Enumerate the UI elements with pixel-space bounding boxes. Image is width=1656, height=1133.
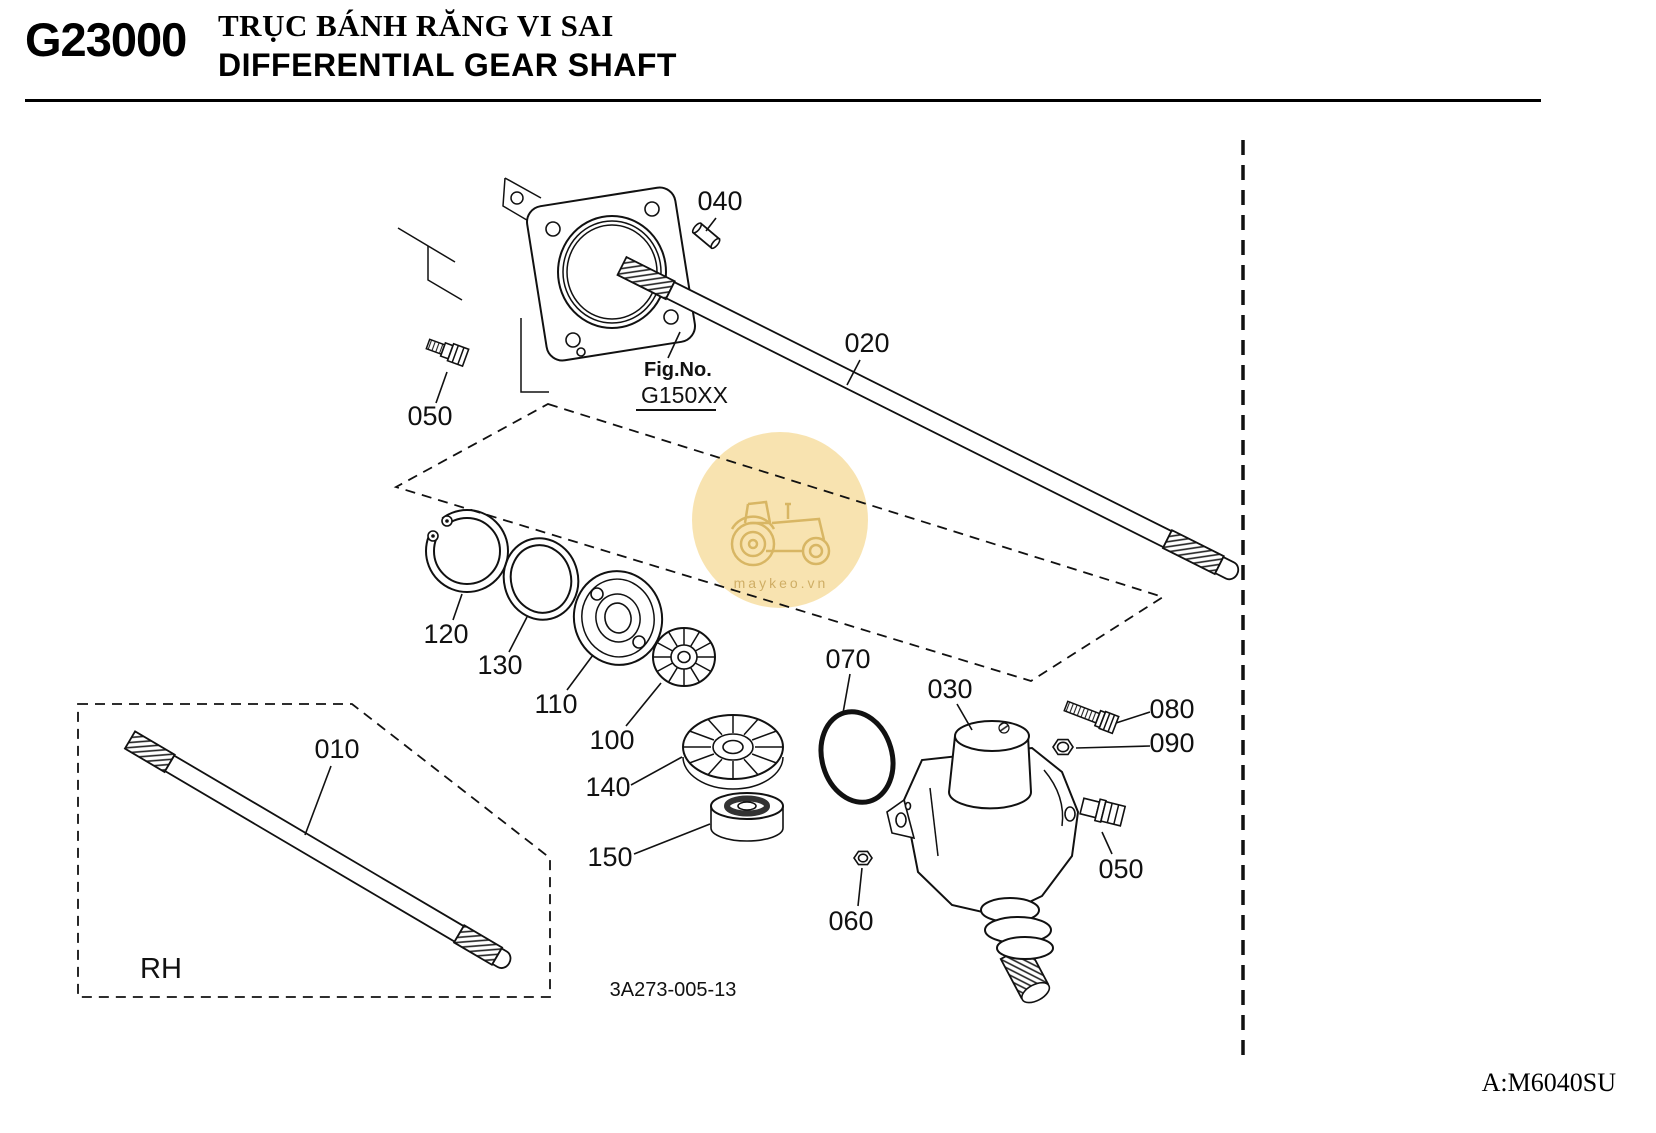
watermark-text: maykeo.vn: [734, 575, 829, 591]
callout-010: 010: [304, 734, 360, 836]
callout-110: 110: [534, 654, 594, 719]
leader-line: [508, 616, 528, 653]
page-title-english: DIFFERENTIAL GEAR SHAFT: [218, 47, 677, 83]
callout-020: 020: [844, 328, 890, 386]
callout-090: 090: [1075, 728, 1195, 758]
watermark-tractor-icon: [730, 500, 831, 567]
callout-080: 080: [1115, 694, 1195, 724]
fig-no-value: G150XX: [641, 382, 728, 408]
callout-label: 050: [1098, 854, 1143, 884]
part-110-ball-bearing: [572, 570, 664, 666]
part-050-plug-left: [425, 338, 470, 368]
leader-line: [1075, 745, 1151, 749]
callout-label: 070: [825, 644, 870, 674]
flange-housing-fig-g150xx: [526, 186, 696, 362]
drawing-number: 3A273-005-13: [610, 979, 737, 1001]
callout-070: 070: [825, 644, 871, 714]
figure-group-code: G23000: [25, 13, 187, 66]
leader-line: [304, 765, 332, 836]
callout-label: 120: [423, 619, 468, 649]
callout-label: 060: [828, 906, 873, 936]
case-context-lines: [397, 177, 549, 393]
part-020-axle-shaft: [616, 255, 1240, 581]
header-rule: [25, 99, 1541, 102]
callout-140: 140: [585, 756, 683, 802]
fig-no-reference: Fig.No. G150XX: [636, 331, 728, 411]
leader-line: [435, 371, 448, 404]
callout-050-left: 050: [407, 371, 453, 431]
part-100-bevel-pinion: [652, 627, 716, 687]
part-150-bearing-collar: [710, 792, 784, 842]
callout-label: 010: [314, 734, 359, 764]
callout-120: 120: [423, 593, 469, 649]
callout-label: 100: [589, 725, 634, 755]
leader-line: [857, 867, 863, 907]
callout-label: 090: [1149, 728, 1194, 758]
leader-line: [625, 682, 662, 727]
callout-060: 060: [828, 867, 874, 936]
callout-label: 030: [927, 674, 972, 704]
leader-line: [705, 217, 717, 232]
callout-150: 150: [587, 823, 711, 872]
part-070-o-ring: [818, 709, 896, 805]
part-060-nut: [853, 850, 873, 866]
leader-line: [842, 673, 851, 714]
leader-line: [566, 654, 594, 691]
fig-no-label: Fig.No.: [644, 359, 712, 381]
callout-label: 020: [844, 328, 889, 358]
page-title-vietnamese: TRỤC BÁNH RĂNG VI SAI: [218, 8, 614, 43]
part-140-bevel-gear: [682, 714, 784, 790]
part-130-ring: [502, 537, 580, 621]
callout-030: 030: [927, 674, 973, 731]
leader-line: [630, 756, 683, 786]
callout-130: 130: [477, 616, 528, 680]
catalog-model-code: A:M6040SU: [1481, 1068, 1616, 1097]
watermark: maykeo.vn: [692, 432, 868, 608]
part-050-plug-right: [1079, 797, 1127, 827]
leader-line: [1115, 711, 1151, 724]
rh-dashed-box: [77, 703, 551, 998]
part-030-bearing-case: [886, 720, 1080, 1004]
callout-label: 080: [1149, 694, 1194, 724]
part-040-pin: [691, 222, 721, 250]
callout-040: 040: [697, 186, 743, 232]
leader-line: [956, 703, 973, 731]
leader-line: [846, 359, 861, 386]
callout-100: 100: [589, 682, 662, 755]
leader-line: [1101, 831, 1113, 855]
callout-label: 130: [477, 650, 522, 680]
leader-line: [667, 331, 681, 359]
callout-label: 110: [534, 689, 577, 719]
leader-line: [633, 823, 711, 855]
callout-050-right: 050: [1098, 831, 1144, 884]
part-120-snap-ring: [425, 509, 509, 593]
rh-side-label: RH: [140, 953, 182, 985]
part-010-axle-shaft-rh: [123, 730, 512, 969]
watermark-circle: [692, 432, 868, 608]
section-dashed-box: [393, 403, 1166, 682]
part-080-bolt: [1063, 700, 1120, 735]
part-090-nut: [1052, 738, 1074, 756]
leader-line: [452, 593, 463, 621]
callout-label: 150: [587, 842, 632, 872]
callout-label: 050: [407, 401, 452, 431]
callout-label: 040: [697, 186, 742, 216]
callout-label: 140: [585, 772, 630, 802]
